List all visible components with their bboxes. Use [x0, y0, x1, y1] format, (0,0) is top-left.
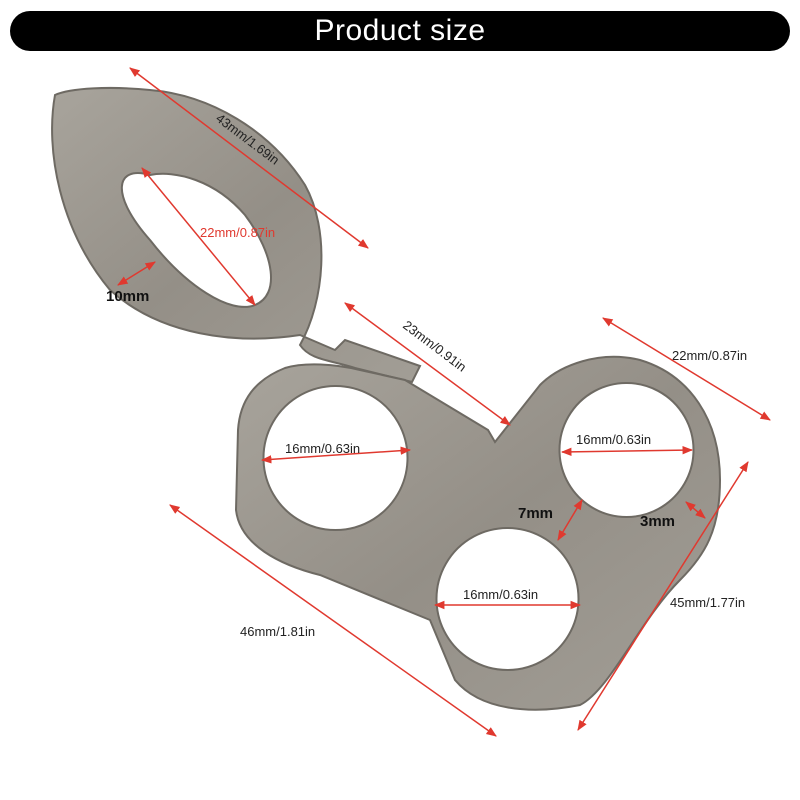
label-spacing-edge: 3mm: [640, 513, 675, 530]
label-base-width: 46mm/1.81in: [240, 624, 315, 639]
label-base-height: 45mm/1.77in: [670, 595, 745, 610]
title-banner: Product size: [10, 11, 790, 51]
dim-line-hole-right: [560, 445, 694, 457]
label-loop-hole: 22mm/0.87in: [200, 225, 275, 240]
label-top-right-width: 22mm/0.87in: [672, 348, 747, 363]
dim-line-loop-hole: [141, 167, 256, 306]
dim-line-loop-length: [129, 67, 369, 249]
dim-line-tab-length: [344, 302, 511, 426]
label-hole-left: 16mm/0.63in: [285, 441, 360, 456]
dim-line-top-right: [602, 317, 771, 421]
dim-line-base-height: [577, 461, 749, 731]
dim-line-base-width: [169, 504, 497, 737]
dimension-lines: [117, 67, 771, 737]
dim-line-hole-left: [260, 446, 412, 464]
dim-line-loop-width: [117, 261, 156, 286]
label-hole-bottom: 16mm/0.63in: [463, 587, 538, 602]
label-hole-right: 16mm/0.63in: [576, 432, 651, 447]
label-spacing-inner: 7mm: [518, 505, 553, 522]
label-loop-width: 10mm: [106, 288, 149, 305]
metal-base-plate: [234, 355, 722, 711]
page-title: Product size: [314, 14, 486, 47]
